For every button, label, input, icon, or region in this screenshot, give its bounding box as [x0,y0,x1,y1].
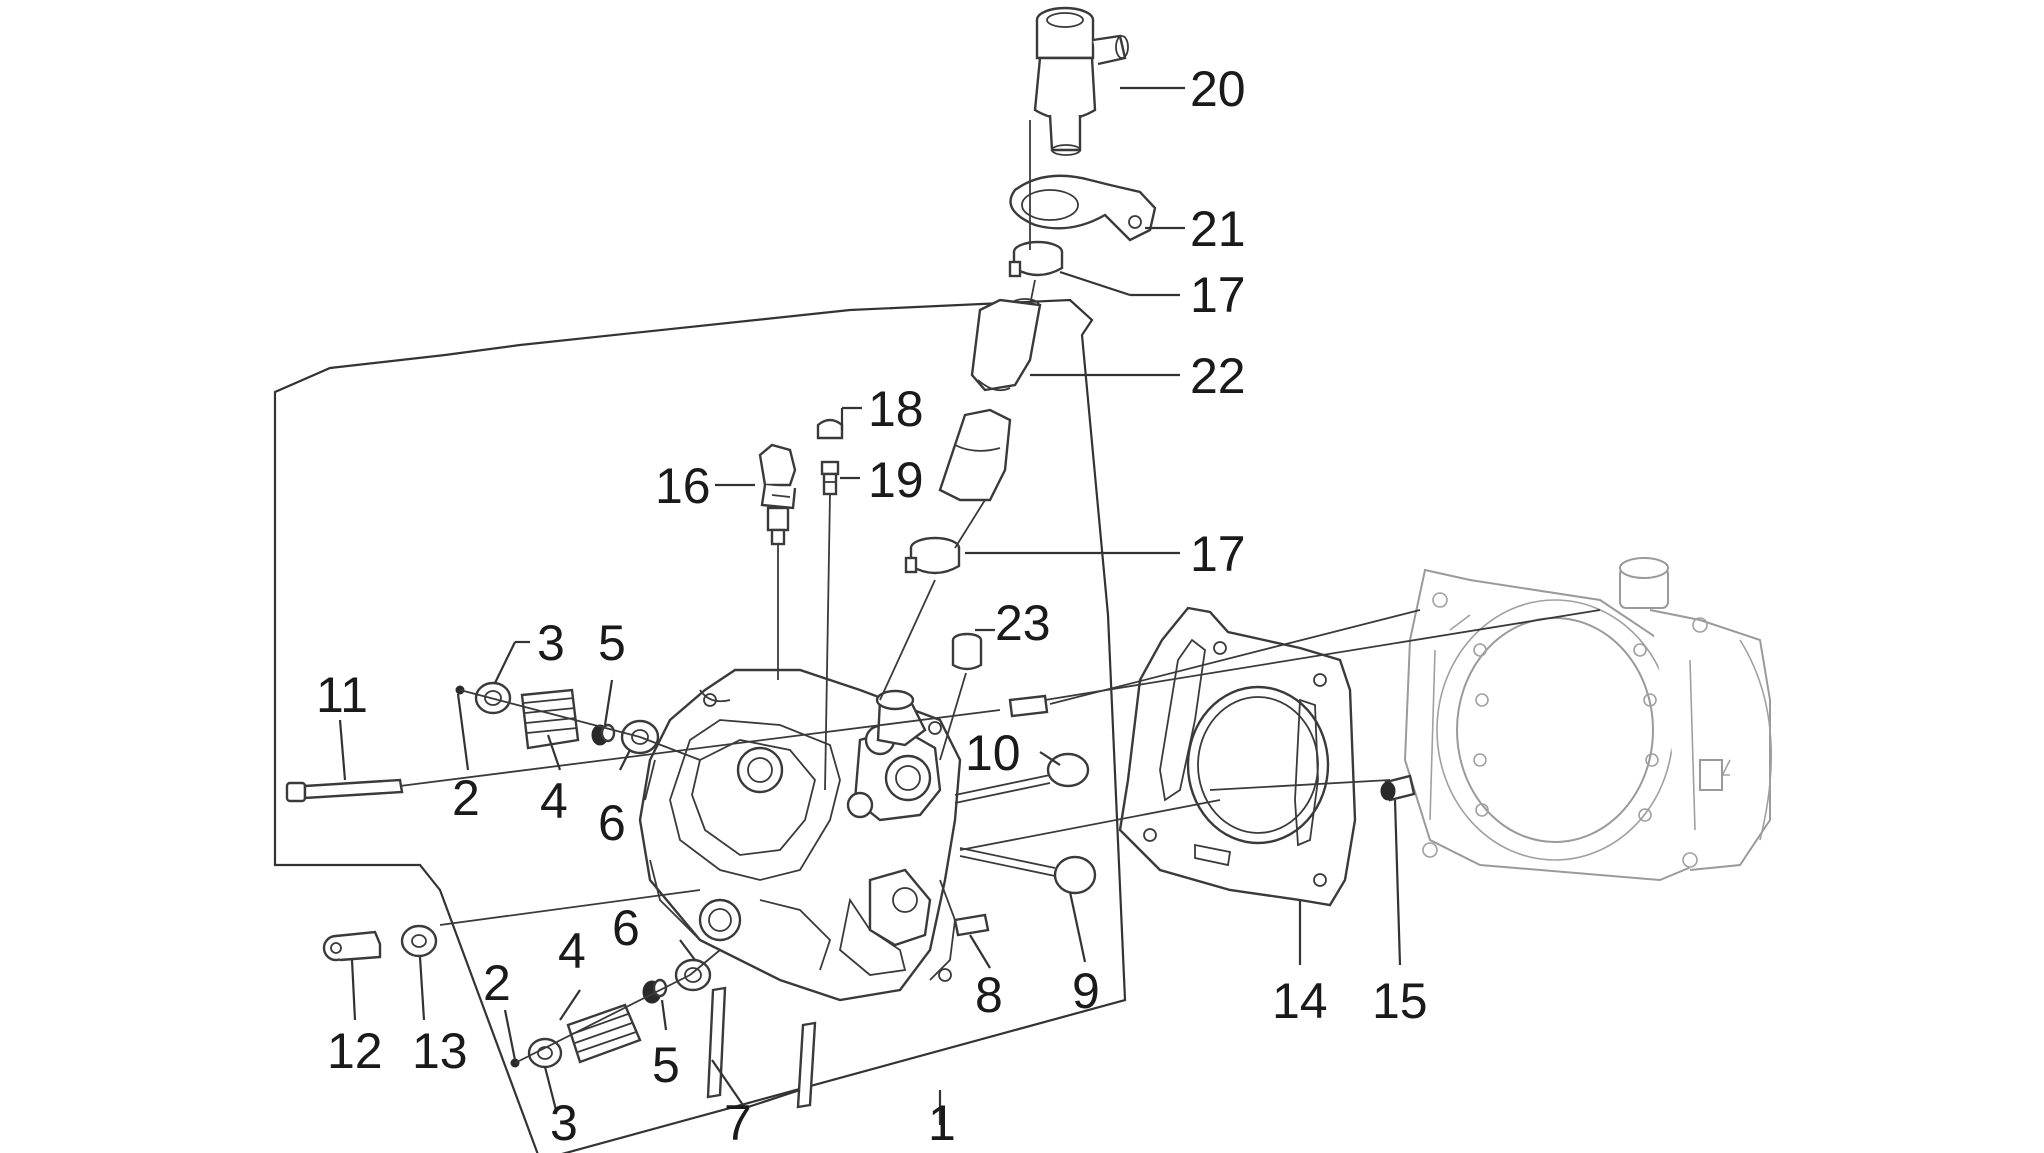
head-gasket [1118,606,1357,907]
label-part-18: 18 [868,381,924,437]
label-part-19: 19 [868,452,924,508]
label-part-11: 11 [316,667,368,723]
dowel-pin-8 [953,913,990,937]
label-part-5-upper: 5 [598,615,626,671]
valve-guide-left [706,986,727,1099]
label-part-6-lower: 6 [612,900,640,956]
label-part-5-lower: 5 [652,1037,680,1093]
valve-spring-lower [566,1003,642,1064]
cylinder-head-group-frame [273,298,1127,1153]
label-part-15: 15 [1372,973,1428,1029]
dowel-pin-upper [1008,694,1049,718]
label-part-7: 7 [724,1095,752,1151]
thermostat-housing [1033,6,1129,156]
label-part-3-lower: 3 [550,1095,578,1151]
valve-guide-right [796,1021,817,1109]
bleed-screw [820,460,840,496]
label-part-6-upper: 6 [598,795,626,851]
label-part-13: 13 [412,1023,468,1079]
hose-clamp-upper [1008,240,1064,278]
valve-spring-upper [520,688,580,750]
assembly-lines [399,120,1601,1064]
valve-seal-lower [642,978,668,1004]
cylinder-dowel [1380,774,1416,802]
cylinder-block [1403,557,1772,882]
label-part-20: 20 [1190,61,1246,117]
label-part-21: 21 [1190,201,1246,257]
label-part-8: 8 [975,967,1003,1023]
label-part-17-lower: 17 [1190,526,1246,582]
label-part-2-lower: 2 [483,955,511,1011]
leader-lines [338,86,1402,1125]
valve-intake [954,752,1090,804]
label-part-22: 22 [1190,348,1246,404]
thermostat-gasket [1009,174,1157,242]
label-part-12: 12 [327,1023,383,1079]
label-part-2-upper: 2 [452,770,480,826]
spring-washer-lower [674,958,712,992]
temperature-sensor [758,443,797,546]
label-part-16: 16 [655,458,711,514]
label-part-23: 23 [995,595,1051,651]
head-plug [951,632,983,671]
label-part-14: 14 [1272,973,1328,1029]
hose-clamp-lower [904,536,961,575]
coolant-hose [938,298,1042,502]
label-part-9: 9 [1072,963,1100,1019]
label-part-17-upper: 17 [1190,267,1246,323]
cylinder-head [638,668,962,1002]
head-washer [400,924,438,958]
bleed-cap [816,418,844,440]
label-part-10: 10 [965,725,1021,781]
head-nut [322,930,382,962]
head-bolt [285,778,404,803]
label-part-4-upper: 4 [540,773,568,829]
label-part-1: 1 [928,1095,956,1151]
label-part-3-upper: 3 [537,615,565,671]
valve-exhaust [959,847,1097,895]
label-part-4-lower: 4 [558,923,586,979]
